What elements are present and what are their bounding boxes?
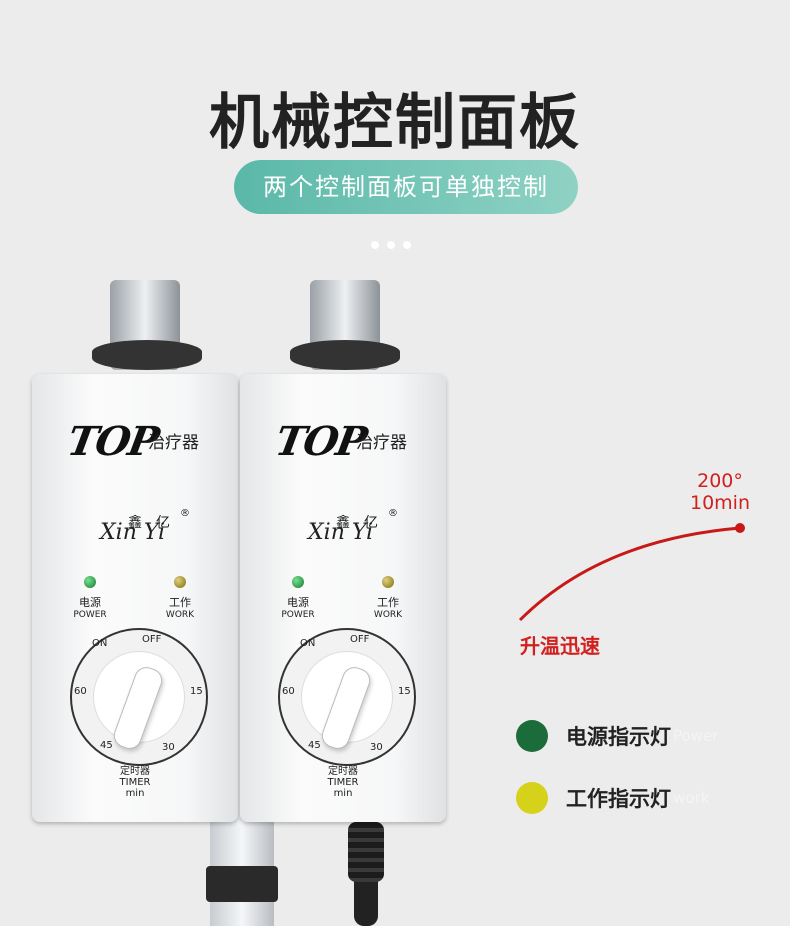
heat-readout: 200°10min (690, 470, 751, 514)
timer-dial[interactable]: ON OFF 60 15 45 30 (278, 628, 416, 766)
work-led-icon (516, 782, 548, 814)
power-led (84, 576, 96, 588)
top-logo: TOP (63, 418, 161, 465)
work-led (174, 576, 186, 588)
power-led (292, 576, 304, 588)
mount-cap-right (290, 340, 400, 370)
subtitle-pill: 两个控制面板可单独控制 (234, 160, 578, 214)
mount-cap-left (92, 340, 202, 370)
heat-label: 升温迅速 (520, 634, 600, 658)
work-led (382, 576, 394, 588)
registered-mark: ® (388, 508, 398, 519)
pager-dots (371, 234, 419, 253)
heat-curve (518, 523, 745, 622)
cable-strain-relief (348, 822, 384, 882)
registered-mark: ® (180, 508, 190, 519)
power-led-icon (516, 720, 548, 752)
top-logo: TOP (271, 418, 369, 465)
page-title: 机械控制面板 (209, 88, 581, 158)
brand-text: 治疗器 (356, 433, 407, 453)
xinyi-logo: Xin Yi (308, 520, 374, 545)
xinyi-logo: Xin Yi (100, 520, 166, 545)
brand-text: 治疗器 (148, 433, 199, 453)
pole-ring (206, 866, 278, 902)
timer-dial[interactable]: ON OFF 60 15 45 30 (70, 628, 208, 766)
xinyi-zh: 鑫亿 (128, 515, 184, 531)
xinyi-zh: 鑫亿 (336, 515, 392, 531)
